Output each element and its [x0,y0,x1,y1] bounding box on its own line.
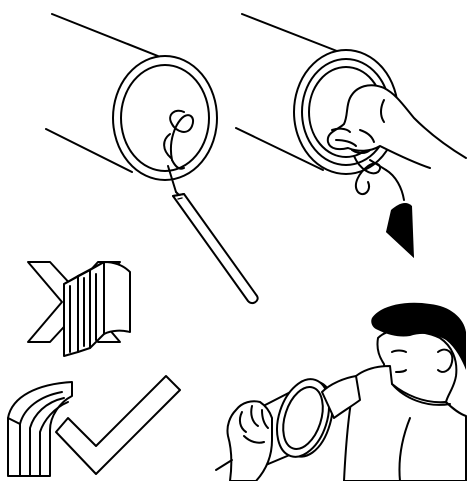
tube-end-1 [112,55,218,181]
wire-loop-icon [353,155,387,196]
hand-icon [326,84,467,169]
table-edge [215,459,233,471]
panel-3-sight-through-tube [215,302,467,481]
hook-tool-icon [167,165,259,305]
wire-loop-icon [163,109,194,170]
panel-2-remove-wire [235,13,467,258]
panel-1-tube-and-tool [45,13,259,305]
arm-icon [226,375,361,481]
panel-4-incorrect-bend [27,261,131,357]
person-body-icon [343,365,467,481]
check-icon [55,375,181,475]
panel-5-correct-bend [7,375,181,477]
sharp-bend-duct-icon [63,261,131,357]
gentle-bend-duct-icon [7,381,73,477]
curved-arrow-icon [385,169,414,258]
person-head-icon [371,302,466,405]
